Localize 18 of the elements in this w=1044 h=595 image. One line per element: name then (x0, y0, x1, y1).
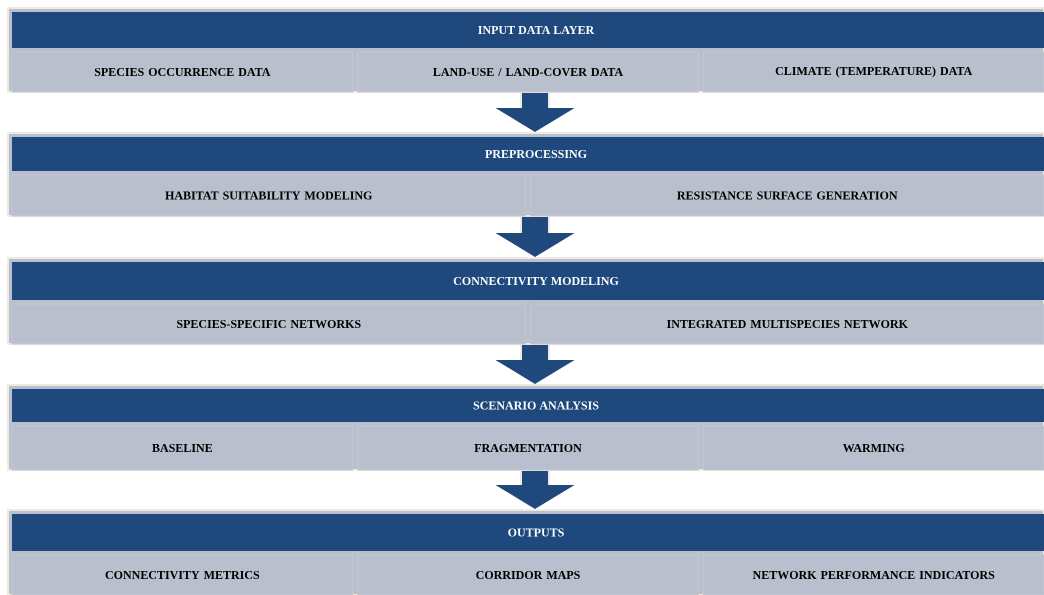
component-box: CORRIDOR MAPS (357, 554, 699, 595)
node-label: RESISTANCE SURFACE GENERATION (677, 191, 898, 200)
component-box: CONNECTIVITY METRICS (11, 554, 354, 595)
node-label: WARMING (842, 443, 905, 453)
component-box: RESISTANCE SURFACE GENERATION (530, 174, 1044, 217)
node-label: CLIMATE (TEMPERATURE) DATA (775, 66, 973, 78)
component-box: SPECIES OCCURRENCE DATA (11, 51, 354, 93)
component-box: BASELINE (11, 425, 354, 471)
component-box: CLIMATE (TEMPERATURE) DATA (702, 51, 1044, 93)
node-label: INTEGRATED MULTISPECIES NETWORK (666, 319, 908, 329)
component-box: SPECIES-SPECIFIC NETWORKS (11, 303, 526, 345)
component-box: LAND-USE / LAND-COVER DATA (357, 51, 699, 93)
component-box: NETWORK PERFORMANCE INDICATORS (702, 554, 1044, 595)
component-box: FRAGMENTATION (357, 425, 699, 471)
component-box: HABITAT SUITABILITY MODELING (11, 174, 526, 217)
node-label: CORRIDOR MAPS (476, 570, 580, 580)
component-box: INTEGRATED MULTISPECIES NETWORK (530, 303, 1044, 345)
component-box: WARMING (702, 425, 1044, 471)
